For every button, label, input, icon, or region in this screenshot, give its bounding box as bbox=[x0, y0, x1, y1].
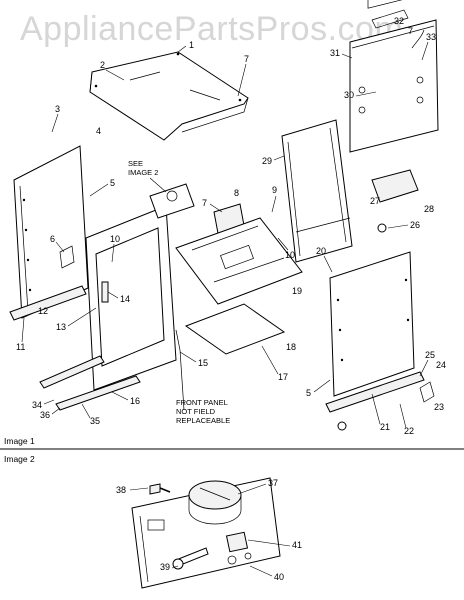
plate-18 bbox=[184, 303, 286, 355]
back-panel bbox=[349, 0, 439, 153]
callout-10-front: 10 bbox=[110, 234, 120, 244]
callout-9: 9 bbox=[272, 185, 277, 195]
callout-30: 30 bbox=[344, 90, 354, 100]
callout-31: 31 bbox=[330, 48, 340, 58]
callout-24: 24 bbox=[436, 360, 446, 370]
callout-29: 29 bbox=[262, 156, 272, 166]
callout-23: 23 bbox=[434, 402, 444, 412]
left-base-rail bbox=[9, 285, 87, 321]
callout-12: 12 bbox=[38, 306, 48, 316]
watermark-text: AppliancePartsPros.com bbox=[20, 10, 403, 48]
note-front-panel-l2: NOT FIELD bbox=[176, 407, 216, 416]
callout-2: 2 bbox=[100, 60, 105, 70]
note-front-panel-l1: FRONT PANEL bbox=[176, 398, 228, 407]
callout-6: 6 bbox=[50, 234, 55, 244]
callout-5-right: 5 bbox=[306, 388, 311, 398]
rail-15 bbox=[39, 355, 105, 389]
callout-32: 32 bbox=[394, 16, 404, 26]
callout-10-rear: 10 bbox=[285, 250, 295, 260]
valve-assembly-detail bbox=[131, 477, 281, 589]
right-side-panel bbox=[329, 251, 415, 397]
callout-7-top: 7 bbox=[244, 54, 249, 64]
callout-15: 15 bbox=[198, 358, 208, 368]
rear-frame bbox=[281, 119, 353, 263]
leveler bbox=[337, 421, 347, 431]
callout-27: 27 bbox=[370, 196, 380, 206]
callout-41: 41 bbox=[292, 540, 302, 550]
callout-7-mid: 7 bbox=[202, 198, 207, 208]
callout-28: 28 bbox=[424, 204, 434, 214]
callout-33: 33 bbox=[426, 32, 436, 42]
callout-20: 20 bbox=[316, 246, 326, 256]
callout-3: 3 bbox=[55, 104, 60, 114]
valve-assembly-ref bbox=[149, 183, 195, 219]
callout-7-back: 7 bbox=[408, 26, 413, 36]
clip-14 bbox=[101, 281, 109, 303]
callout-14: 14 bbox=[120, 294, 130, 304]
callout-38: 38 bbox=[116, 485, 126, 495]
callout-40: 40 bbox=[274, 572, 284, 582]
callout-4: 4 bbox=[96, 126, 101, 136]
callouts: 1 2 3 4 5 6 7 7 7 8 9 10 10 11 12 13 14 … bbox=[16, 16, 446, 436]
left-side-panel bbox=[13, 145, 89, 319]
image1-caption: Image 1 bbox=[4, 436, 35, 446]
callout-5-left: 5 bbox=[110, 178, 115, 188]
callout-16: 16 bbox=[130, 396, 140, 406]
notes: SEE IMAGE 2 FRONT PANEL NOT FIELD REPLAC… bbox=[128, 159, 230, 425]
callout-34: 34 bbox=[32, 400, 42, 410]
callout-8: 8 bbox=[234, 188, 239, 198]
callout-19: 19 bbox=[292, 286, 302, 296]
top-panel bbox=[89, 51, 249, 141]
oven-bottom bbox=[175, 217, 303, 305]
note-front-panel-l3: REPLACEABLE bbox=[176, 416, 230, 425]
callout-1: 1 bbox=[189, 40, 194, 50]
front-frame bbox=[85, 205, 177, 391]
callout-18: 18 bbox=[286, 342, 296, 352]
callout-35: 35 bbox=[90, 416, 100, 426]
note-see-image2-l1: SEE bbox=[128, 159, 143, 168]
callout-26: 26 bbox=[410, 220, 420, 230]
callout-17: 17 bbox=[278, 372, 288, 382]
callout-11: 11 bbox=[16, 342, 25, 352]
callout-21: 21 bbox=[380, 422, 390, 432]
rail-16 bbox=[55, 375, 141, 411]
image2-callouts: 38 37 39 40 41 bbox=[116, 478, 302, 582]
callout-39: 39 bbox=[160, 562, 170, 572]
right-base-rail bbox=[325, 371, 425, 413]
callout-13: 13 bbox=[56, 322, 66, 332]
bracket-28 bbox=[371, 169, 419, 203]
callout-36: 36 bbox=[40, 410, 50, 420]
note-see-image2-l2: IMAGE 2 bbox=[128, 168, 158, 177]
callout-22: 22 bbox=[404, 426, 414, 436]
knob-26 bbox=[377, 223, 387, 233]
callout-37: 37 bbox=[268, 478, 278, 488]
image2-caption: Image 2 bbox=[4, 454, 35, 464]
callout-25: 25 bbox=[425, 350, 435, 360]
